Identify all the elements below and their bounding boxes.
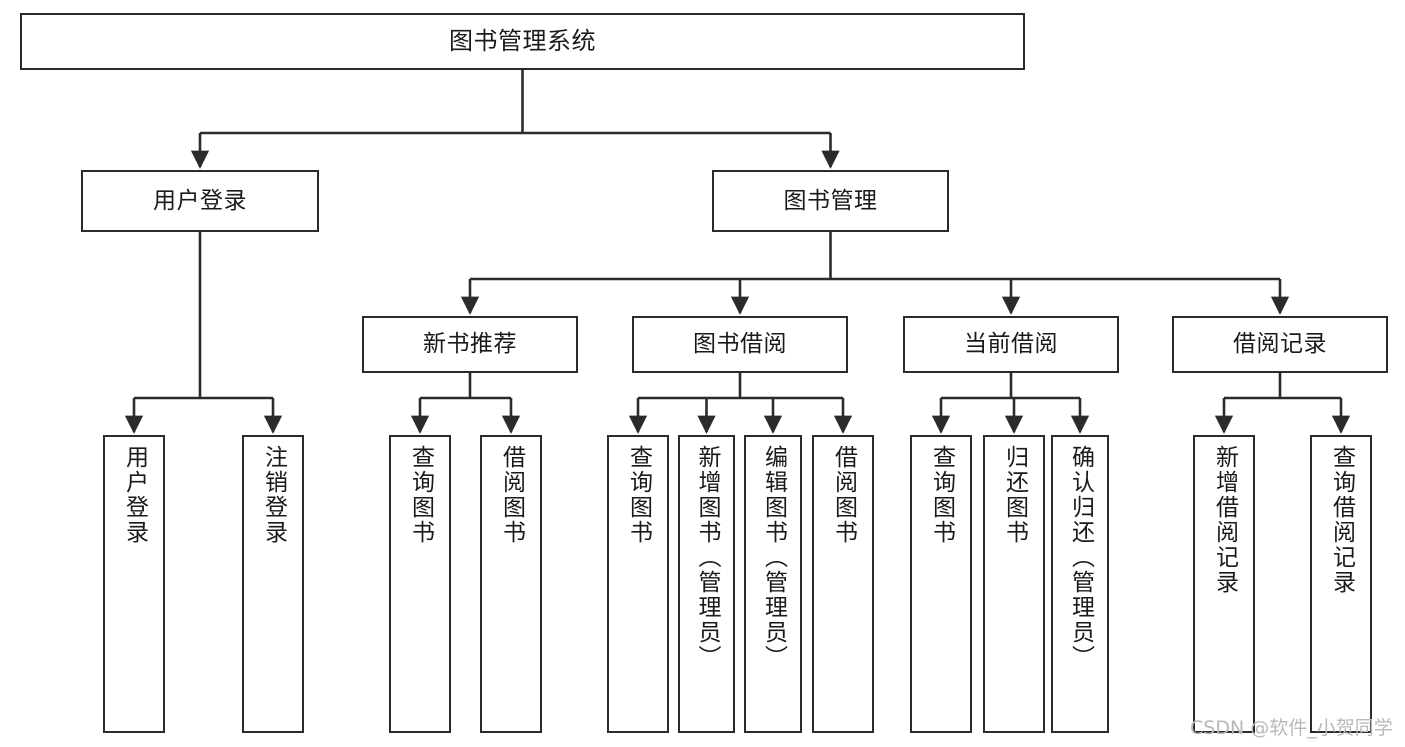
node-label: 查询图书 bbox=[928, 445, 955, 545]
node-label: 查询图书 bbox=[625, 445, 652, 545]
node-label: 用户登录 bbox=[121, 445, 148, 545]
node-label: 图书管理 bbox=[783, 187, 878, 214]
node-label: 查询借阅记录 bbox=[1328, 445, 1355, 595]
node-label: 用户登录 bbox=[153, 187, 247, 214]
node-l12: 新增借阅记录 bbox=[1193, 435, 1255, 733]
node-label: 新增图书（管理员） bbox=[694, 445, 720, 670]
node-label: 编辑图书（管理员） bbox=[760, 445, 787, 670]
node-label: 图书管理系统 bbox=[449, 26, 596, 55]
node-l4: 借阅图书 bbox=[480, 435, 542, 733]
node-current: 当前借阅 bbox=[903, 316, 1119, 373]
node-l11: 确认归还（管理员） bbox=[1051, 435, 1109, 733]
node-label: 新书推荐 bbox=[423, 331, 517, 358]
node-l3: 查询图书 bbox=[389, 435, 451, 733]
node-l7: 编辑图书（管理员） bbox=[744, 435, 802, 733]
node-label: 确认归还（管理员） bbox=[1067, 445, 1094, 670]
node-label: 借阅图书 bbox=[498, 445, 525, 545]
node-label: 借阅记录 bbox=[1233, 331, 1327, 358]
node-label: 查询图书 bbox=[407, 445, 434, 545]
node-l2: 注销登录 bbox=[242, 435, 304, 733]
node-label: 注销登录 bbox=[260, 445, 287, 545]
node-label: 借阅图书 bbox=[830, 445, 857, 545]
node-login: 用户登录 bbox=[81, 170, 319, 232]
node-bookmgmt: 图书管理 bbox=[712, 170, 949, 232]
node-newbook: 新书推荐 bbox=[362, 316, 578, 373]
node-label: 当前借阅 bbox=[964, 331, 1058, 358]
node-label: 新增借阅记录 bbox=[1211, 445, 1238, 595]
node-l6: 新增图书（管理员） bbox=[678, 435, 735, 733]
node-root: 图书管理系统 bbox=[20, 13, 1025, 70]
node-l13: 查询借阅记录 bbox=[1310, 435, 1372, 733]
node-records: 借阅记录 bbox=[1172, 316, 1388, 373]
node-l8: 借阅图书 bbox=[812, 435, 874, 733]
watermark: CSDN @软件_小贺同学 bbox=[1190, 717, 1393, 739]
node-l9: 查询图书 bbox=[910, 435, 972, 733]
node-borrow: 图书借阅 bbox=[632, 316, 848, 373]
node-l5: 查询图书 bbox=[607, 435, 669, 733]
node-l1: 用户登录 bbox=[103, 435, 165, 733]
node-l10: 归还图书 bbox=[983, 435, 1045, 733]
node-label: 图书借阅 bbox=[693, 331, 787, 358]
node-label: 归还图书 bbox=[1001, 445, 1028, 545]
